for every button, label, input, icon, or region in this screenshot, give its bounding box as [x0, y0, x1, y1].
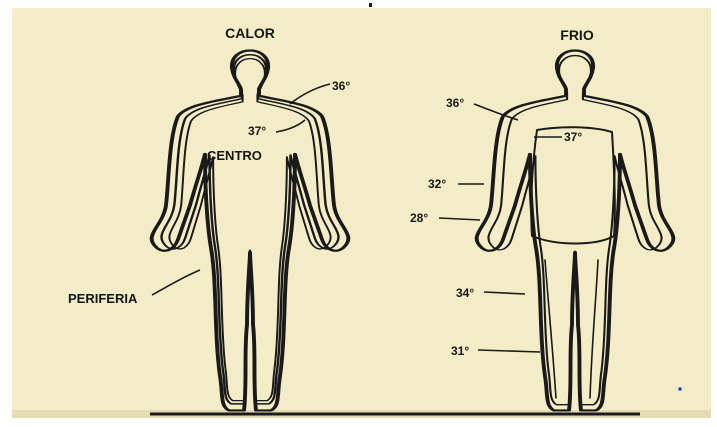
- frio-forearm-label: 28°: [410, 211, 428, 225]
- frio-shoulder-label: 36°: [446, 96, 464, 110]
- blue-dot: [678, 387, 682, 391]
- calor-title: CALOR: [225, 25, 275, 41]
- frio-title: FRIO: [560, 27, 594, 43]
- centro-label: CENTRO: [207, 148, 262, 163]
- top-speck: [369, 3, 372, 7]
- calor-core-label: 37°: [248, 124, 266, 138]
- frio-calf-label: 31°: [451, 344, 469, 358]
- periferia-label: PERIFERIA: [68, 291, 138, 306]
- frio-thigh-label: 34°: [456, 286, 474, 300]
- calor-skin-label: 36°: [332, 79, 350, 93]
- frio-core-label: 37°: [564, 130, 582, 144]
- frio-upper-arm-label: 32°: [428, 177, 446, 191]
